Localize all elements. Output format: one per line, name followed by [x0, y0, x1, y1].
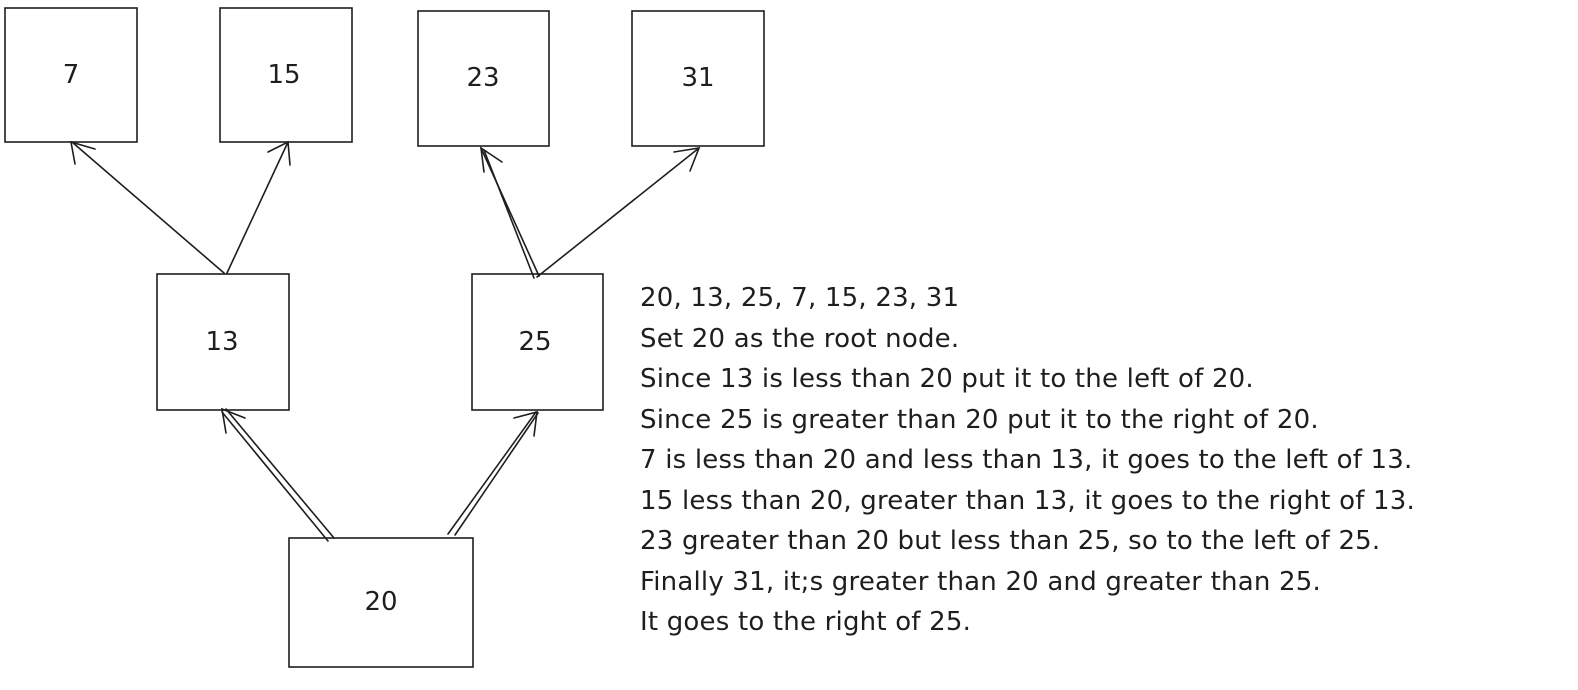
explanation-line-31-placement: It goes to the right of 25.	[640, 607, 972, 637]
node-label-23: 23	[466, 63, 499, 93]
node-label-13: 13	[205, 327, 238, 357]
edge-13-to-7	[69, 140, 225, 274]
insertion-explanation: 20, 13, 25, 7, 15, 23, 31 Set 20 as the …	[640, 278, 1570, 643]
tree-edges	[69, 140, 701, 542]
edge-25-to-31	[536, 146, 701, 278]
tree-node-13: 13	[156, 273, 290, 411]
edge-20-to-25	[447, 410, 539, 536]
explanation-line-15: 15 less than 20, greater than 13, it goe…	[640, 485, 1415, 516]
explanation-line-23: 23 greater than 20 but less than 25, so …	[640, 526, 1381, 556]
explanation-line-13: Since 13 is less than 20 put it to the l…	[640, 364, 1254, 394]
insertion-sequence: 20, 13, 25, 7, 15, 23, 31	[640, 283, 960, 313]
explanation-line-31: Finally 31, it;s greater than 20 and gre…	[640, 566, 1321, 597]
tree-node-23: 23	[417, 10, 550, 147]
explanation-line-root: Set 20 as the root node.	[640, 323, 960, 354]
node-label-15: 15	[267, 60, 300, 90]
node-label-20: 20	[364, 587, 397, 617]
node-label-25: 25	[518, 327, 551, 357]
explanation-line-7: 7 is less than 20 and less than 13, it g…	[640, 445, 1413, 475]
tree-node-7: 7	[4, 7, 138, 143]
edge-13-to-15	[226, 140, 291, 274]
tree-node-20: 20	[288, 537, 474, 668]
explanation-line-25: Since 25 is greater than 20 put it to th…	[640, 404, 1319, 435]
edge-25-to-23	[479, 146, 540, 279]
tree-node-15: 15	[219, 7, 353, 143]
edge-20-to-13	[220, 407, 335, 542]
tree-node-25: 25	[471, 273, 604, 411]
tree-node-31: 31	[631, 10, 765, 147]
node-label-31: 31	[681, 63, 714, 93]
node-label-7: 7	[63, 60, 80, 90]
